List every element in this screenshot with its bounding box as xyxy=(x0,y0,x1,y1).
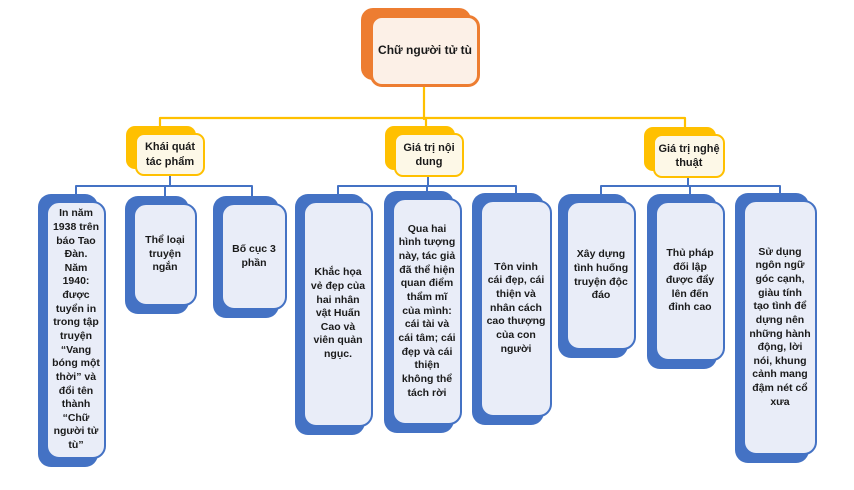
leaf-node-characters: Khắc họa vẻ đẹp của hai nhân vật Huấn Ca… xyxy=(295,194,373,435)
leaf-node-contrast: Thủ pháp đối lập được đẩy lên đến đỉnh c… xyxy=(647,194,725,369)
leaf-node-aesthetic-view: Qua hai hình tượng này, tác giả đã thể h… xyxy=(384,191,462,433)
leaf-node-structure: Bố cục 3 phần xyxy=(213,196,287,318)
root-node: Chữ người tử tù xyxy=(361,8,480,87)
branch-node-content-value: Giá trị nội dung xyxy=(385,126,464,177)
branch-node-overview: Khái quát tác phẩm xyxy=(126,126,205,176)
leaf-label: Sử dụng ngôn ngữ góc cạnh, giàu tính tạo… xyxy=(749,245,811,408)
leaf-node-situation: Xây dựng tình huống truyện độc đáo xyxy=(558,194,636,358)
leaf-node-genre: Thể loại truyện ngắn xyxy=(125,196,197,314)
leaf-label: Thủ pháp đối lập được đẩy lên đến đỉnh c… xyxy=(665,246,715,314)
leaf-label: Qua hai hình tượng này, tác giả đã thể h… xyxy=(398,222,456,399)
branch-label: Giá trị nghệ thuật xyxy=(658,142,720,169)
branch-node-artistic-value: Giá trị nghệ thuật xyxy=(644,127,725,178)
branch-label: Giá trị nội dung xyxy=(403,141,455,168)
root-label: Chữ người tử tù xyxy=(378,43,472,58)
leaf-label: Thể loại truyện ngắn xyxy=(145,234,185,274)
leaf-label: Bố cục 3 phần xyxy=(232,242,276,269)
branch-label: Khái quát tác phẩm xyxy=(144,141,196,168)
leaf-node-publication-history: In năm 1938 trên báo Tao Đàn. Năm 1940: … xyxy=(38,194,106,467)
leaf-node-language: Sử dụng ngôn ngữ góc cạnh, giàu tính tạo… xyxy=(735,193,817,463)
leaf-label: Xây dựng tình huống truyện độc đáo xyxy=(573,248,629,302)
leaf-label: In năm 1938 trên báo Tao Đàn. Năm 1940: … xyxy=(52,207,100,452)
leaf-node-honoring-beauty: Tôn vinh cái đẹp, cái thiện và nhân cách… xyxy=(472,193,552,425)
leaf-label: Tôn vinh cái đẹp, cái thiện và nhân cách… xyxy=(486,260,546,355)
leaf-label: Khắc họa vẻ đẹp của hai nhân vật Huấn Ca… xyxy=(310,266,366,361)
